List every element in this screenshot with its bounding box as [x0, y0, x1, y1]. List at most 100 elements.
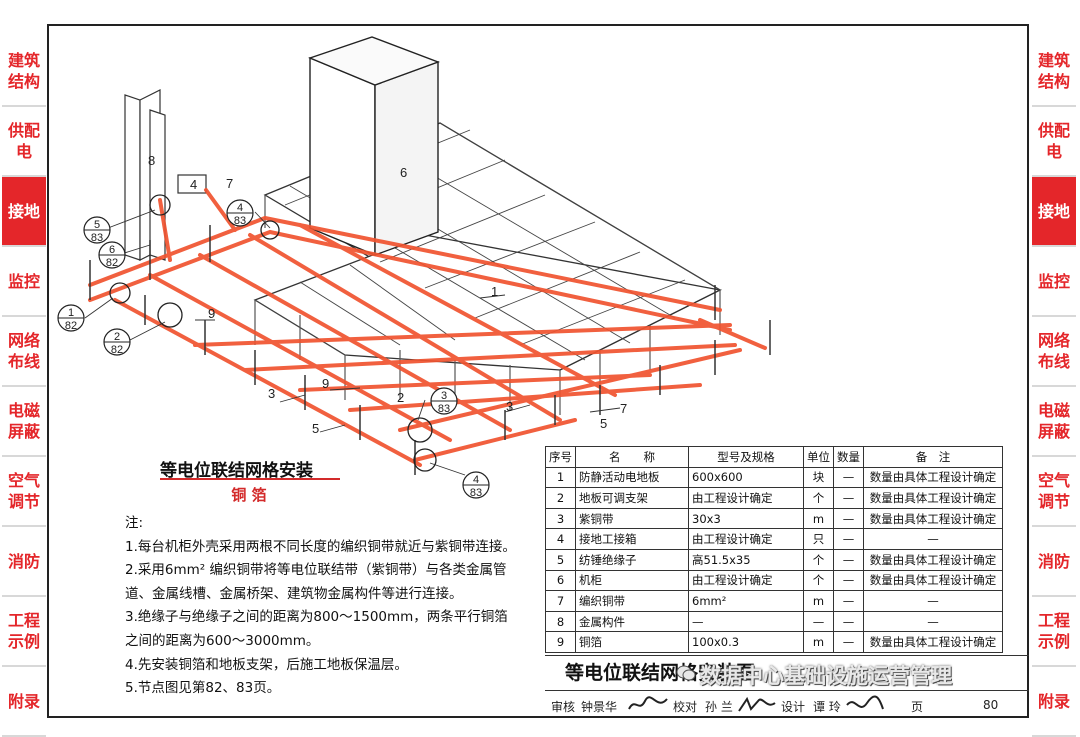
table-cell: 紫铜带 [575, 507, 689, 530]
table-cell: — [803, 610, 834, 633]
callout-9b: 9 [322, 376, 329, 391]
col-header: 数量 [833, 446, 864, 468]
tab-right-5[interactable]: 电磁屏蔽 [1032, 387, 1076, 457]
svg-text:6: 6 [109, 244, 115, 256]
detail-ref-4-83-bottom: 4 83 [462, 471, 490, 499]
table-cell: — [833, 466, 864, 489]
cabinet [308, 36, 441, 257]
callout-5a: 5 [312, 421, 319, 436]
table-cell: 数量由具体工程设计确定 [863, 507, 1003, 530]
signature-mark [846, 695, 884, 710]
table-cell: 30x3 [688, 507, 804, 530]
table-cell: 铜箔 [575, 631, 689, 653]
tab-right-4[interactable]: 网络布线 [1032, 317, 1076, 387]
svg-text:4: 4 [473, 474, 479, 486]
tab-left-7[interactable]: 消防 [2, 527, 46, 597]
signature-mark [738, 696, 776, 712]
tab-label: 工程示例 [7, 611, 40, 651]
tab-right-1[interactable]: 供配电 [1032, 107, 1076, 177]
design-name: 谭 玲 [813, 700, 841, 714]
diagram-title: 等电位联结网格安装 [160, 461, 313, 481]
callout-1: 1 [491, 284, 498, 299]
callout-7b: 7 [620, 401, 627, 416]
callout-labels: 1 2 3 3 4 5 5 6 7 7 8 9 9 [148, 153, 627, 436]
table-cell: — [833, 528, 864, 550]
svg-text:82: 82 [111, 344, 123, 356]
table-cell: 金属构件 [575, 610, 689, 633]
table-cell: 100x0.3 [688, 631, 804, 653]
callout-3a: 3 [268, 386, 275, 401]
svg-text:83: 83 [91, 232, 103, 244]
detail-ref-1-82: 1 82 [57, 304, 85, 332]
detail-ref-3-83: 3 83 [430, 387, 458, 415]
table-cell: 1 [545, 466, 576, 489]
tab-left-8[interactable]: 工程示例 [2, 597, 46, 667]
table-cell: 由工程设计确定 [688, 569, 804, 592]
tab-left-5[interactable]: 电磁屏蔽 [2, 387, 46, 457]
detail-ref-2-82: 2 82 [103, 328, 131, 356]
table-cell: 4 [545, 528, 576, 550]
tab-right-2[interactable]: 接地 [1032, 177, 1076, 247]
detail-ref-bubbles: 5 83 6 82 1 82 2 82 4 83 [57, 199, 490, 499]
tab-left-4[interactable]: 网络布线 [2, 317, 46, 387]
tab-label: 接地 [1037, 201, 1070, 221]
table-cell: 数量由具体工程设计确定 [863, 548, 1003, 571]
table-cell: 数量由具体工程设计确定 [863, 569, 1003, 592]
table-cell: — [863, 590, 1003, 612]
col-header: 备 注 [863, 446, 1003, 468]
note-line: 3.绝缘子与绝缘子之间的距离为800～1500mm，两条平行铜箔 [125, 609, 508, 626]
tab-label: 建筑结构 [7, 51, 40, 91]
tab-label: 电磁屏蔽 [7, 401, 40, 441]
check-label: 校对 [673, 700, 698, 714]
tab-right-3[interactable]: 监控 [1032, 247, 1076, 317]
tab-right-8[interactable]: 工程示例 [1032, 597, 1076, 667]
tab-left-6[interactable]: 空气调节 [2, 457, 46, 527]
callout-2: 2 [397, 390, 404, 405]
signature-mark [628, 696, 668, 710]
callout-3b: 3 [506, 399, 513, 414]
callout-9a: 9 [208, 306, 215, 321]
detail-circles [109, 194, 437, 472]
design-label: 设计 [781, 700, 806, 714]
col-header: 单位 [803, 446, 834, 468]
tab-right-6[interactable]: 空气调节 [1032, 457, 1076, 527]
table-cell: m [803, 631, 834, 653]
callout-6: 6 [400, 165, 407, 180]
tab-right-0[interactable]: 建筑结构 [1032, 37, 1076, 107]
svg-text:83: 83 [470, 487, 482, 499]
tab-label: 附录 [7, 691, 40, 711]
tab-label: 空气调节 [7, 471, 40, 511]
table-cell: 6 [545, 569, 576, 592]
table-cell: — [833, 590, 864, 612]
detail-ref-5-83: 5 83 [83, 216, 111, 244]
svg-text:83: 83 [234, 215, 246, 227]
col-header: 序号 [545, 446, 576, 468]
table-cell: 6mm² [688, 590, 804, 612]
note-line: 4.先安装铜箔和地板支架，后施工地板保温层。 [125, 656, 408, 673]
tab-left-0[interactable]: 建筑结构 [2, 37, 46, 107]
svg-text:3: 3 [441, 390, 447, 402]
table-cell: — [863, 610, 1003, 633]
tab-label: 建筑结构 [1037, 51, 1070, 91]
table-cell: — [833, 631, 864, 653]
tab-left-2[interactable]: 接地 [2, 177, 46, 247]
tab-label: 接地 [7, 201, 40, 221]
tab-right-7[interactable]: 消防 [1032, 527, 1076, 597]
table-cell: 600x600 [688, 466, 804, 489]
notes-heading: 注: [125, 515, 144, 531]
table-cell: 个 [803, 487, 834, 509]
tab-left-1[interactable]: 供配电 [2, 107, 46, 177]
insulator-posts [89, 225, 771, 475]
watermark-text: 数据中心基础设施运营管理 [700, 664, 952, 688]
title-underline [160, 478, 340, 480]
table-cell: — [833, 610, 864, 633]
table-cell: 防静活动电地板 [575, 466, 689, 489]
tab-left-3[interactable]: 监控 [2, 247, 46, 317]
metal-member [124, 89, 166, 261]
table-cell: 机柜 [575, 569, 689, 592]
review-label: 审核 [551, 700, 576, 714]
